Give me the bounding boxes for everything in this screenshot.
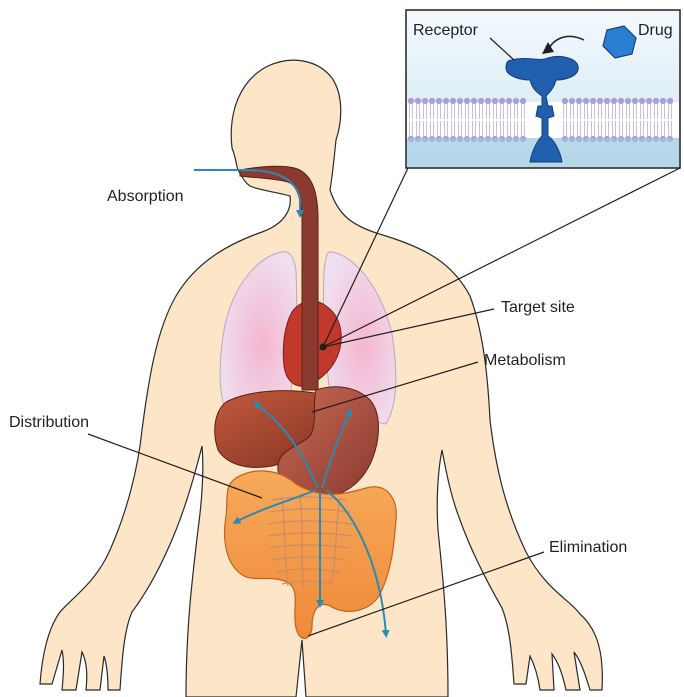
phospholipid-head	[597, 98, 603, 104]
phospholipid-head	[639, 98, 645, 104]
label-target-site: Target site	[501, 299, 575, 317]
phospholipid-head	[464, 98, 470, 104]
phospholipid-head	[646, 98, 652, 104]
phospholipid-head	[499, 98, 505, 104]
phospholipid-head	[485, 98, 491, 104]
phospholipid-head	[520, 98, 526, 104]
phospholipid-head	[415, 98, 421, 104]
phospholipid-head	[562, 98, 568, 104]
phospholipid-head	[653, 98, 659, 104]
phospholipid-head	[625, 98, 631, 104]
phospholipid-head	[660, 98, 666, 104]
label-metabolism: Metabolism	[484, 352, 566, 370]
phospholipid-head	[443, 98, 449, 104]
phospholipid-head	[632, 98, 638, 104]
phospholipid-head	[478, 98, 484, 104]
phospholipid-head	[576, 98, 582, 104]
label-drug: Drug	[638, 22, 673, 40]
phospholipid-head	[569, 98, 575, 104]
label-distribution: Distribution	[9, 414, 89, 432]
phospholipid-head	[513, 98, 519, 104]
label-absorption: Absorption	[107, 188, 184, 206]
phospholipid-head	[506, 98, 512, 104]
phospholipid-head	[429, 98, 435, 104]
phospholipid-head	[604, 98, 610, 104]
phospholipid-head	[618, 98, 624, 104]
phospholipid-head	[471, 98, 477, 104]
phospholipid-head	[436, 98, 442, 104]
phospholipid-head	[422, 98, 428, 104]
phospholipid-head	[492, 98, 498, 104]
phospholipid-head	[450, 98, 456, 104]
phospholipid-head	[590, 98, 596, 104]
label-receptor: Receptor	[413, 22, 478, 40]
phospholipid-head	[583, 98, 589, 104]
phospholipid-head	[408, 98, 414, 104]
phospholipid-head	[457, 98, 463, 104]
phospholipid-head	[611, 98, 617, 104]
phospholipid-head	[667, 98, 673, 104]
label-elimination: Elimination	[549, 539, 627, 557]
